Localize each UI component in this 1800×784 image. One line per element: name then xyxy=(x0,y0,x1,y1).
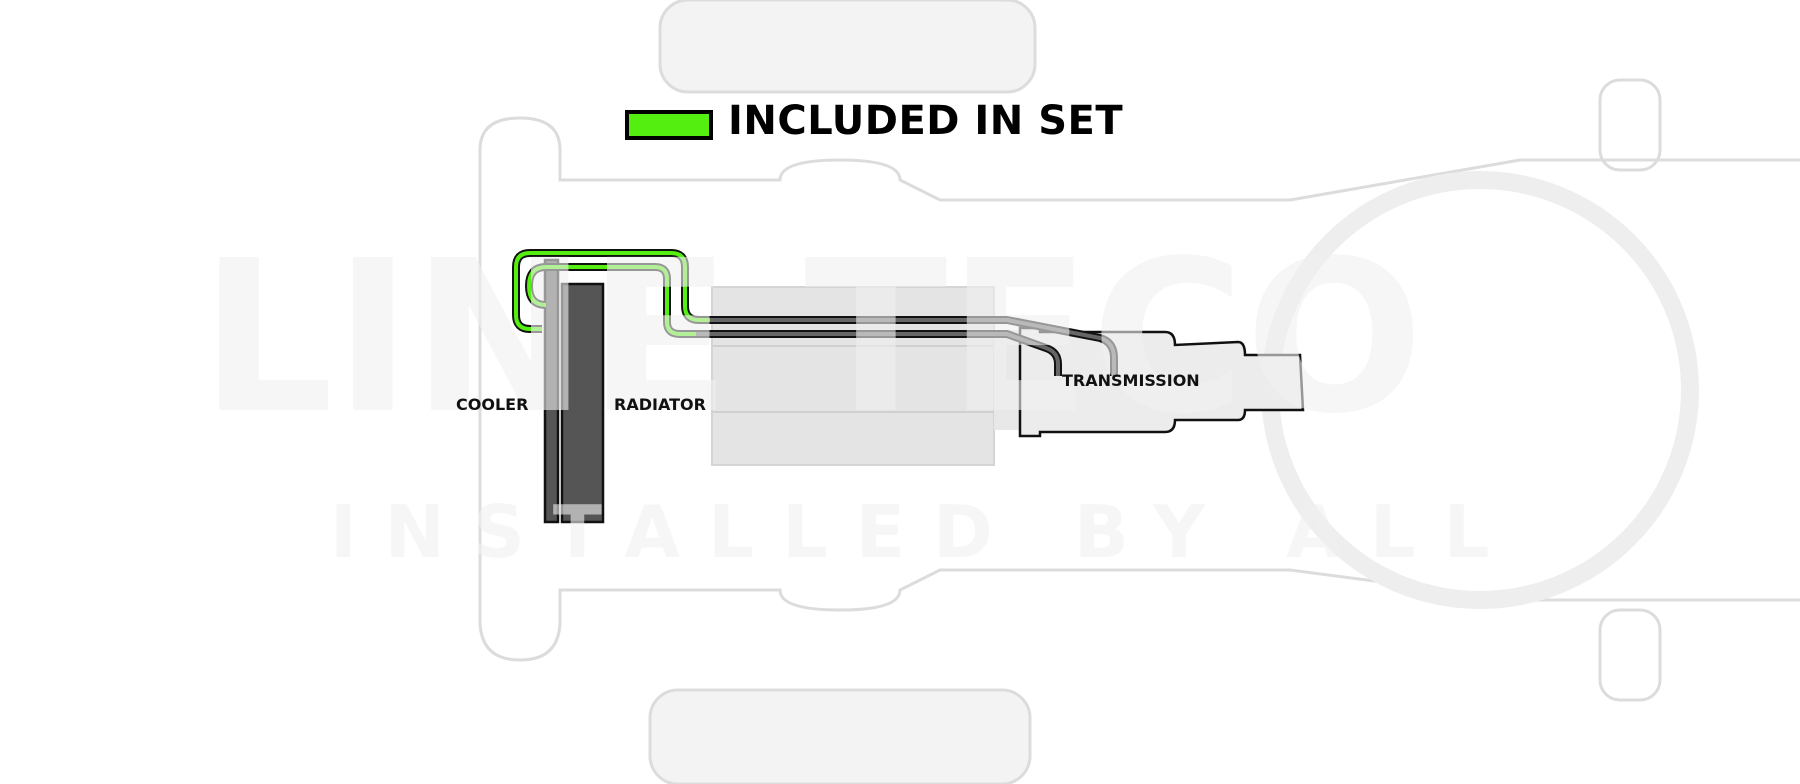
radiator xyxy=(560,282,605,524)
other-line-inner xyxy=(696,332,1060,376)
included-line-inner xyxy=(527,265,696,336)
legend-swatch xyxy=(625,110,713,140)
other-line-outer xyxy=(710,318,1116,376)
transmission-label: TRANSMISSION xyxy=(1062,371,1200,390)
included-line-outer xyxy=(514,251,710,331)
radiator-label: RADIATOR xyxy=(614,395,706,414)
legend-label: INCLUDED IN SET xyxy=(728,98,1124,144)
front-tire-top xyxy=(658,0,1037,94)
watermark-brand: LINE TECO xyxy=(200,215,1424,460)
watermark-tagline: INSTALLED BY ALL xyxy=(330,490,1518,574)
cooler-label: COOLER xyxy=(456,395,529,414)
front-tire-bottom xyxy=(648,688,1032,784)
cooler xyxy=(543,258,560,524)
transmission-body xyxy=(1018,326,1305,438)
cooler-lines xyxy=(512,249,1118,376)
